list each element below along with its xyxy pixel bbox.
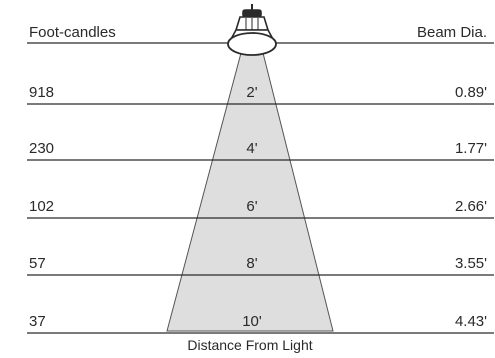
spotlight-bulb-icon (227, 4, 277, 56)
row-4-distance: 8' (246, 255, 258, 272)
row-5-footcandles: 37 (29, 313, 46, 330)
footcandles-header: Foot-candles (29, 24, 116, 41)
row-2-beam-diameter: 1.77' (454, 140, 487, 157)
row-3-distance: 6' (246, 198, 258, 215)
beam-diameter-header: Beam Dia. (416, 24, 487, 41)
row-3-beam-diameter: 2.66' (454, 198, 487, 215)
row-2-footcandles: 230 (29, 140, 55, 157)
row-1-footcandles: 918 (29, 84, 55, 101)
row-2-distance: 4' (246, 140, 258, 157)
row-5-distance: 10' (242, 313, 262, 330)
row-3-footcandles: 102 (29, 198, 55, 215)
row-1-distance: 2' (246, 84, 258, 101)
row-4-beam-diameter: 3.55' (454, 255, 487, 272)
row-5-beam-diameter: 4.43' (454, 313, 487, 330)
distance-axis-label: Distance From Light (187, 337, 313, 353)
row-4-footcandles: 57 (29, 255, 46, 272)
row-1-beam-diameter: 0.89' (454, 84, 487, 101)
